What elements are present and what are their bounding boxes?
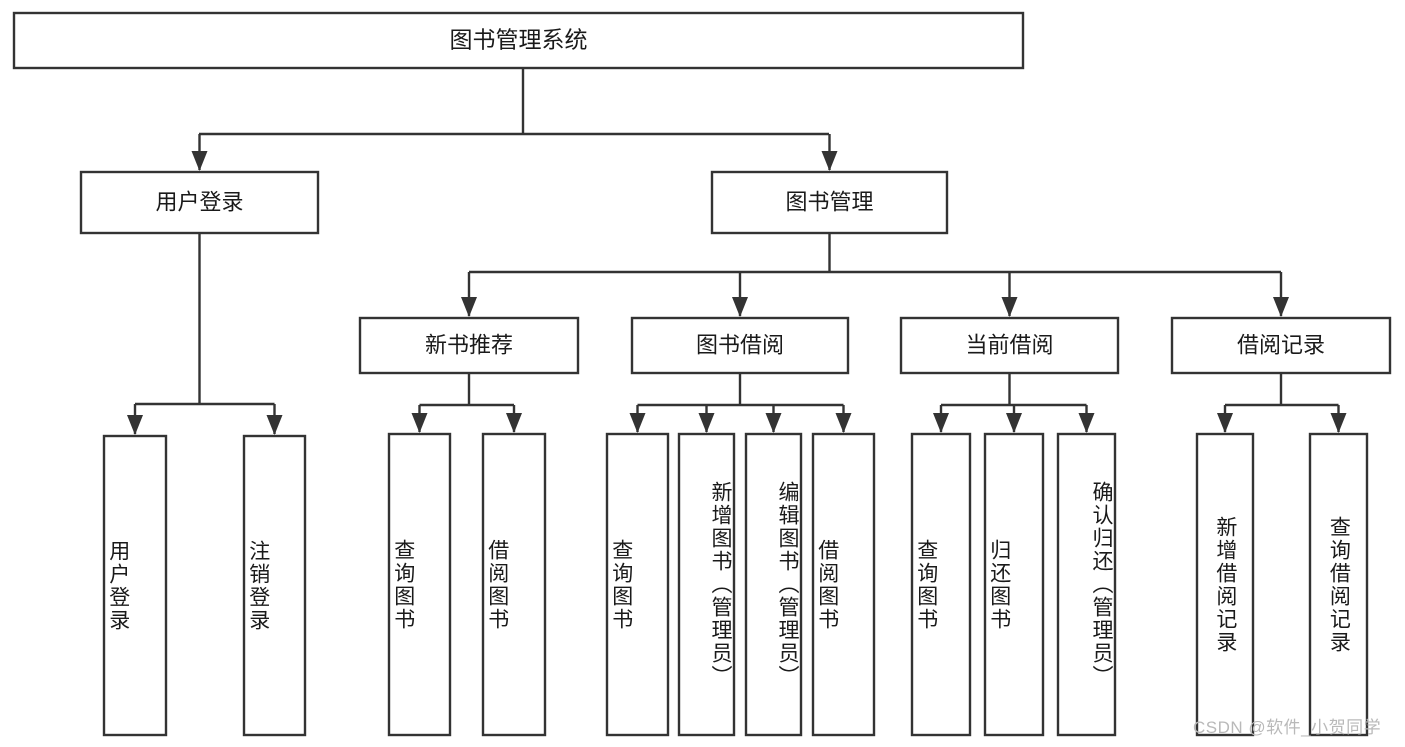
node-box-book-management[interactable] — [710, 170, 949, 235]
arrow-head-icon-current-borrow — [1001, 297, 1018, 317]
arrow-head-icon-new-book-recommend — [461, 297, 477, 317]
node-box-current-borrow[interactable] — [899, 316, 1120, 375]
arrow-head-icon-leaf-logout — [266, 415, 283, 435]
arrow-head-icon-leaf-borrow-book — [835, 413, 852, 433]
node-box-user-login[interactable] — [79, 170, 320, 235]
arrow-head-icon-leaf-query-book-recommend — [411, 413, 428, 433]
node-label-new-book-recommend: 新书推荐 — [425, 332, 513, 357]
leaf-box-leaf-confirm-return-admin[interactable] — [1056, 432, 1117, 737]
arrow-head-icon-leaf-add-book-admin — [698, 413, 715, 433]
box-layer — [12, 11, 1392, 737]
connector-layer — [127, 68, 1347, 435]
node-label-user-login: 用户登录 — [155, 189, 243, 214]
leaf-box-leaf-add-borrow-record[interactable] — [1195, 432, 1255, 737]
arrow-head-icon-borrow-record — [1273, 297, 1289, 317]
arrow-head-icon-book-borrow — [732, 297, 748, 317]
leaf-box-leaf-edit-book-admin[interactable] — [744, 432, 803, 737]
node-label-book-borrow: 图书借阅 — [696, 332, 784, 357]
leaf-box-leaf-query-book-current[interactable] — [910, 432, 972, 737]
leaf-box-leaf-user-login[interactable] — [102, 434, 168, 737]
leaf-box-leaf-logout[interactable] — [242, 434, 307, 737]
leaf-box-leaf-query-borrow-record[interactable] — [1308, 432, 1369, 737]
leaf-box-leaf-add-book-admin[interactable] — [677, 432, 736, 737]
arrow-head-icon-leaf-query-borrow-record — [1330, 413, 1347, 433]
leaf-box-leaf-borrow-book-recommend[interactable] — [481, 432, 547, 737]
arrow-head-icon-leaf-query-book-borrow — [629, 413, 646, 433]
node-label-borrow-record: 借阅记录 — [1237, 332, 1325, 357]
node-label-root: 图书管理系统 — [450, 27, 588, 53]
leaf-box-leaf-return-book[interactable] — [983, 432, 1045, 737]
node-box-borrow-record[interactable] — [1170, 316, 1392, 375]
node-box-root[interactable] — [12, 11, 1025, 70]
arrow-head-icon-book-management — [821, 151, 838, 171]
leaf-box-leaf-borrow-book[interactable] — [811, 432, 876, 737]
arrow-head-icon-leaf-query-book-current — [933, 413, 949, 433]
node-label-current-borrow: 当前借阅 — [965, 332, 1053, 357]
node-label-book-management: 图书管理 — [785, 189, 873, 214]
node-box-new-book-recommend[interactable] — [358, 316, 580, 375]
arrow-head-icon-user-login — [191, 151, 208, 171]
node-box-book-borrow[interactable] — [630, 316, 850, 375]
arrow-head-icon-leaf-user-login — [127, 415, 143, 435]
arrow-head-icon-leaf-return-book — [1006, 413, 1022, 433]
leaf-box-leaf-query-book-recommend[interactable] — [387, 432, 452, 737]
arrow-head-icon-leaf-add-borrow-record — [1217, 413, 1233, 433]
arrow-head-icon-leaf-edit-book-admin — [765, 413, 782, 433]
arrow-head-icon-leaf-borrow-book-recommend — [506, 413, 522, 433]
watermark-text: CSDN @软件_小贺同学 — [1193, 718, 1382, 737]
leaf-box-leaf-query-book-borrow[interactable] — [605, 432, 670, 737]
arrow-head-icon-leaf-confirm-return-admin — [1078, 413, 1095, 433]
